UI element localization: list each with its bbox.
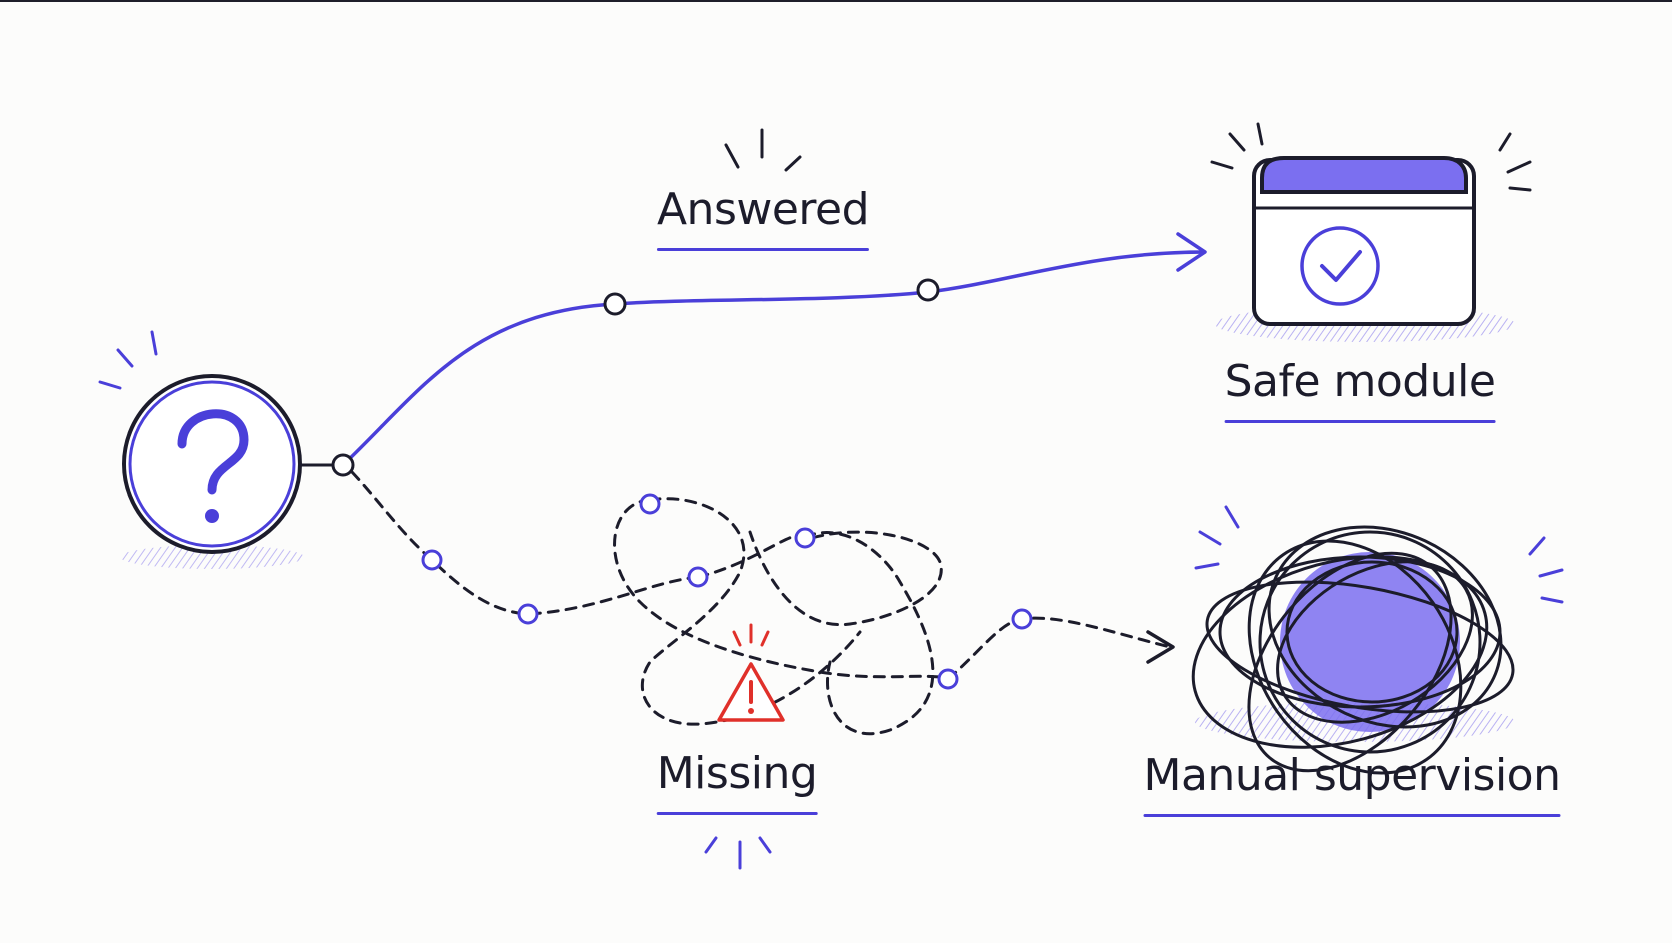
question-node <box>98 330 304 569</box>
missing-waypoint <box>639 493 661 515</box>
safe-module-label: Safe module <box>1224 356 1496 424</box>
missing-path <box>350 470 1172 736</box>
branch-node <box>331 453 355 477</box>
missing-waypoint <box>517 603 539 625</box>
box-check-icon <box>1210 122 1532 342</box>
answered-path <box>331 232 1207 477</box>
tangle-icon <box>1191 505 1564 775</box>
manual-supervision-label-text: Manual supervision <box>1143 750 1562 801</box>
safe-module-lid <box>1260 156 1468 194</box>
missing-waypoint <box>937 668 959 690</box>
answered-waypoint <box>603 292 627 316</box>
answered-waypoint <box>916 278 940 302</box>
missing-sparkle-icon <box>704 836 772 870</box>
question-dot <box>205 509 219 523</box>
missing-waypoint <box>794 527 816 549</box>
question-sparkle-icon <box>98 330 158 390</box>
missing-arrowhead <box>1146 630 1175 664</box>
tangle-scribble <box>1191 525 1515 775</box>
missing-label-text: Missing <box>656 748 818 799</box>
manual-supervision-underline <box>1143 814 1561 818</box>
answered-underline <box>656 248 870 252</box>
missing-waypoints <box>421 493 1033 690</box>
missing-label: Missing <box>656 748 818 816</box>
question-circle <box>122 374 302 554</box>
answered-label: Answered <box>656 184 870 252</box>
safe-module-underline <box>1224 420 1496 424</box>
tangle-core <box>1280 552 1460 732</box>
tangle-sparkle-icon <box>1194 505 1564 604</box>
check-icon <box>1320 250 1362 282</box>
question-node-shadow <box>120 545 304 569</box>
missing-waypoint <box>687 566 709 588</box>
safe-sparkle-icon <box>1210 122 1532 192</box>
warning-triangle-icon <box>717 623 785 722</box>
missing-waypoint <box>1011 608 1033 630</box>
missing-waypoint <box>421 549 443 571</box>
missing-underline <box>656 812 818 816</box>
answered-sparkle-icon <box>724 128 802 172</box>
answered-arrowhead <box>1176 232 1207 272</box>
safe-module-label-text: Safe module <box>1224 356 1496 407</box>
answered-label-text: Answered <box>656 184 870 235</box>
manual-supervision-label: Manual supervision <box>1143 750 1562 818</box>
check-circle <box>1300 226 1380 306</box>
question-mark-icon <box>177 409 249 495</box>
